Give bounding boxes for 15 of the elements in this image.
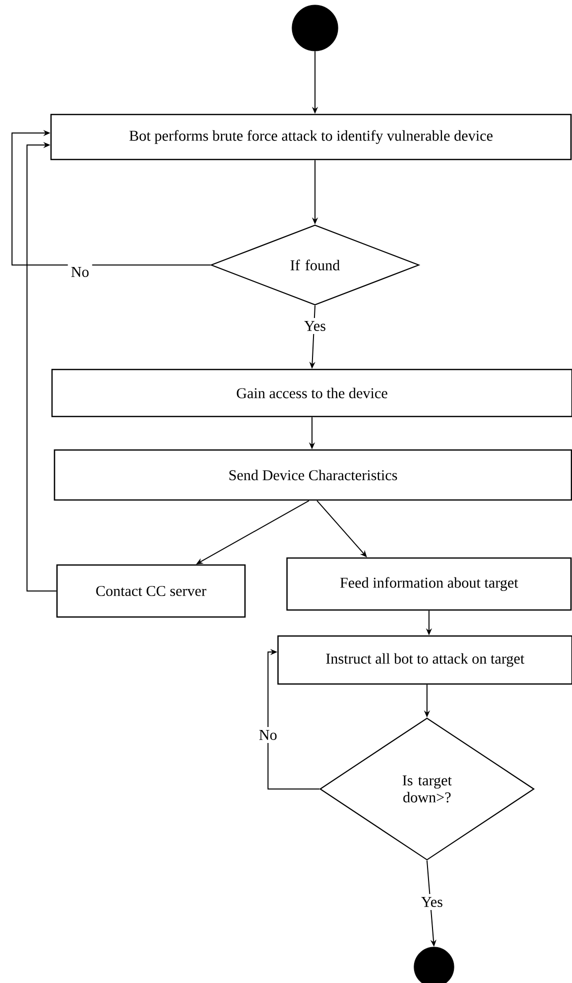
process-box: Contact CC server — [56, 564, 246, 618]
process-box: Instruct all bot to attack on target — [277, 635, 572, 685]
edge-label: No — [256, 727, 280, 743]
process-box: Feed information about target — [286, 557, 572, 611]
terminal-circle — [414, 946, 454, 983]
arrow — [12, 130, 211, 266]
edge-label: No — [68, 264, 92, 280]
edge-label: Yes — [418, 894, 446, 910]
terminal-circle — [292, 4, 338, 52]
arrow — [268, 648, 320, 790]
process-box: Gain access to the device — [51, 368, 572, 418]
process-box: Bot performs brute force attack to identify vulnerable device — [50, 114, 572, 160]
edge-label: Yes — [301, 318, 329, 334]
process-box: Send Device Characteristics — [54, 449, 572, 501]
arrow — [26, 142, 57, 592]
